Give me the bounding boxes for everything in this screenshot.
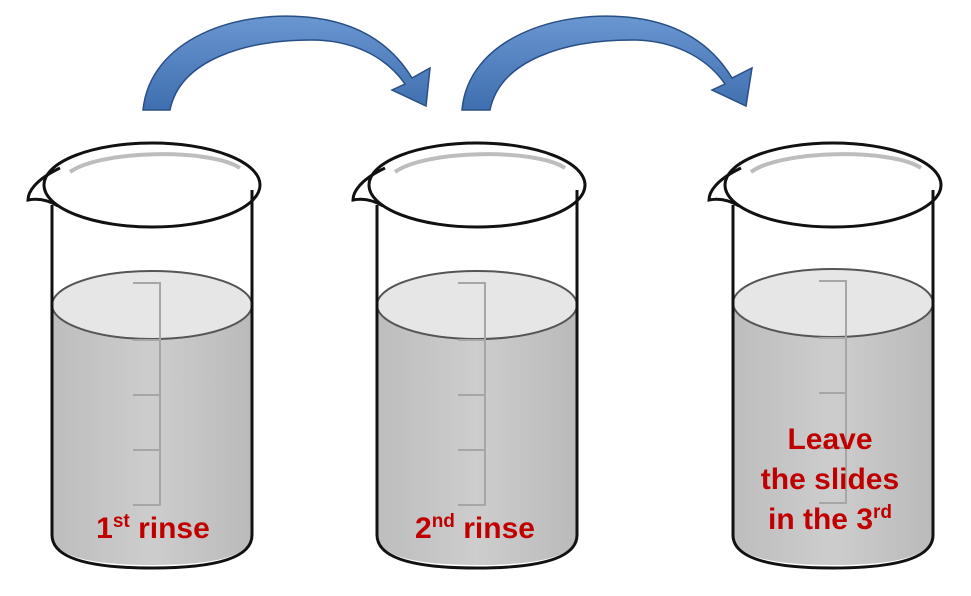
beaker-3-label-line-3: in the 3rd (767, 502, 892, 536)
beaker-3-label: Leave the slides in the 3rd (725, 420, 935, 540)
beaker-3-label-line-2: the slides (760, 463, 900, 496)
curved-arrow-icon (461, 15, 753, 111)
beaker-3-label-line-1: Leave (787, 423, 873, 456)
curved-arrow-icon (142, 15, 431, 111)
beaker-icon (26, 141, 262, 570)
beaker-2-label: 2nd rinse (415, 511, 535, 545)
beaker-1-label: 1st rinse (96, 511, 210, 545)
beaker-icon (351, 141, 587, 570)
beaker-icon (707, 141, 943, 570)
